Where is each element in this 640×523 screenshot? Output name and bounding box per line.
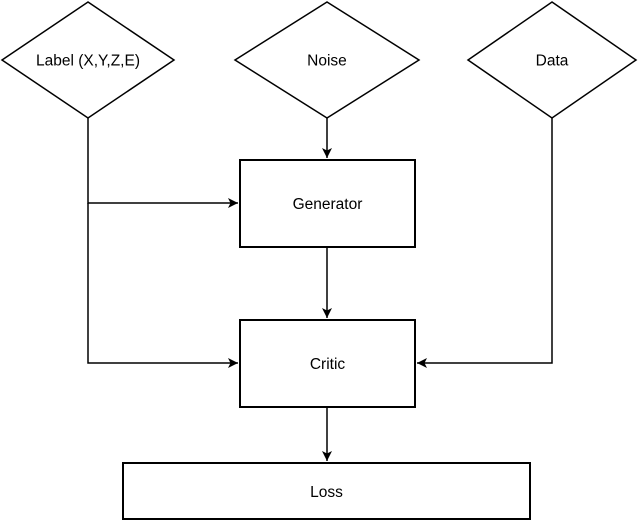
node-loss-text: Loss: [310, 484, 343, 501]
node-loss-box: [122, 462, 531, 520]
node-noise-diamond: [233, 1, 421, 119]
node-label-diamond: [0, 1, 176, 119]
edge-data-to-critic: [417, 118, 553, 368]
node-generator-box: [239, 159, 416, 248]
node-data-text: Data: [536, 53, 569, 70]
node-critic-box: [239, 319, 416, 408]
edge-label-to-generator: [87, 118, 238, 208]
node-noise-text: Noise: [307, 53, 347, 70]
node-label-text: Label (X,Y,Z,E): [36, 53, 140, 70]
edge-label-to-critic: [87, 203, 238, 368]
node-data-diamond: [466, 1, 638, 119]
node-generator-text: Generator: [293, 196, 363, 213]
node-critic-text: Critic: [310, 356, 346, 373]
